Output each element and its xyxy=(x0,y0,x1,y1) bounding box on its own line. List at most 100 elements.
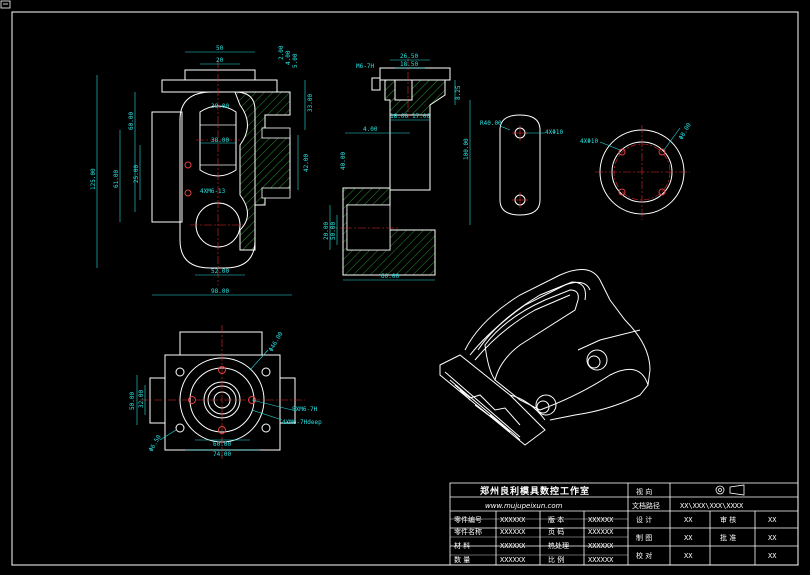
bottom-corner-hole xyxy=(261,423,271,433)
tb-row-label: 版 本 xyxy=(548,515,564,524)
round-bolt-hole xyxy=(658,188,666,196)
tb-row-value: XXXXXX xyxy=(588,528,614,536)
round-flange-detail: 4XΦ10 Φ8.00 xyxy=(580,122,693,220)
dim-side-left-b: 50.00 xyxy=(330,222,337,240)
bottom-left-lug xyxy=(149,377,166,424)
tb-row-value: XXXXXX xyxy=(500,528,526,536)
dim-left-b: 61.00 xyxy=(113,170,120,188)
round-bolt-hole xyxy=(658,148,666,156)
view-label: 视 向 xyxy=(636,487,652,496)
dim-side-right-height: 100.00 xyxy=(463,138,470,160)
tb-row-value: XX xyxy=(684,552,693,560)
dim-round-pcd: 4XΦ10 xyxy=(580,138,598,145)
tb-row-label: 页 码 xyxy=(548,528,564,536)
tb-row-label: 材 料 xyxy=(454,541,470,550)
tb-row-value: XXXXXX xyxy=(500,542,526,550)
isometric-view xyxy=(439,269,651,446)
front-main-body xyxy=(179,91,256,269)
bottom-corner-hole xyxy=(175,367,185,377)
tb-row-label: 热处理 xyxy=(548,541,569,550)
side-hatch-top xyxy=(384,79,446,116)
drawing-border xyxy=(11,11,799,566)
dim-inner-top: 20 xyxy=(216,57,224,64)
front-tapped-hole xyxy=(261,187,291,199)
front-hole xyxy=(184,189,192,197)
dim-slot-top: 38.00 xyxy=(211,103,229,110)
front-tapped-hole xyxy=(261,127,291,139)
tb-row-label: 校 对 xyxy=(636,551,652,560)
dim-bottom-left-b: 32.00 xyxy=(138,390,145,408)
dim-bottom-corner: Φ6.50 xyxy=(148,434,163,453)
bottom-view: 50.00 32.00 Φ6.50 Φ46.00 8XM6-7H 4XM6-7H… xyxy=(129,325,322,460)
side-upright xyxy=(389,114,431,191)
dim-right-e: 42.00 xyxy=(303,154,310,172)
tb-row-label: 批 准 xyxy=(720,533,736,542)
tb-row-label: 制 图 xyxy=(636,533,652,542)
dim-side-top-b: 18.50 xyxy=(400,61,418,68)
dim-left-a: 60.00 xyxy=(128,112,135,130)
tb-row-value: XX xyxy=(768,516,777,524)
front-top-boss xyxy=(184,69,256,81)
tb-row-value: XX xyxy=(768,552,777,560)
dim-bottom-width-b: 74.00 xyxy=(213,451,231,458)
dim-right-d: 33.00 xyxy=(307,94,314,112)
front-slot xyxy=(199,105,237,177)
front-hatch-section xyxy=(234,91,291,251)
dim-bottom-hole-b: 4XM6-7Hdeep xyxy=(282,419,322,426)
bottom-top-lug xyxy=(179,331,263,356)
dim-bottom-hole-a: 8XM6-7H xyxy=(292,406,318,413)
tb-row-value: XXXXXX xyxy=(588,556,614,564)
side-top-flange xyxy=(379,67,451,81)
dim-left-c: 25.00 xyxy=(133,165,140,183)
tb-row-value: XX xyxy=(684,534,693,542)
tb-row-value: XXXXXX xyxy=(500,556,526,564)
dim-thread: M6-7H xyxy=(356,63,374,70)
round-bolt-hole xyxy=(618,148,626,156)
dim-side-right-mid: 40.00 xyxy=(340,152,347,170)
dim-side-mid-a: 18.00 xyxy=(390,113,408,120)
tb-row-label: 审 核 xyxy=(720,515,736,524)
dim-side-bottom: 60.00 xyxy=(381,273,399,280)
front-view: 50 20 2.00 4.00 5.00 33.00 42.00 125.00 … xyxy=(90,45,314,296)
dim-hole-note: 4XM6-13 xyxy=(200,188,226,195)
company-website: www.mujupeixun.com xyxy=(485,502,563,510)
dim-slot-width: 38.00 xyxy=(211,137,229,144)
tb-row-value: XXXXXX xyxy=(588,516,614,524)
dim-side-mid-b: 17.00 xyxy=(412,113,430,120)
file-path-label: 文档路径 xyxy=(632,501,660,510)
front-hole xyxy=(184,161,192,169)
front-top-cap xyxy=(161,79,278,93)
side-thread-stub xyxy=(371,77,381,91)
front-left-flange xyxy=(151,111,183,223)
dim-right-b: 4.00 xyxy=(285,50,292,65)
dim-left-overall: 125.00 xyxy=(90,168,97,190)
dim-bottom-inner: 52.00 xyxy=(211,268,229,275)
dim-bottom-overall: 98.00 xyxy=(211,288,229,295)
side-view: M6-7H 26.50 18.50 8.25 18.00 17.00 4.00 … xyxy=(323,53,471,281)
tb-row-value: XXXXXX xyxy=(588,542,614,550)
company-name: 郑州良利模具数控工作室 xyxy=(480,485,590,497)
tb-row-value: XXXXXX xyxy=(500,516,526,524)
dim-side-step: 4.00 xyxy=(363,126,378,133)
dim-obround-radius: R40.00 xyxy=(480,120,502,127)
dim-obround-holes: 4XΦ10 xyxy=(545,129,563,136)
tb-row-value: XX xyxy=(768,534,777,542)
tb-row-value: XX xyxy=(684,516,693,524)
obround-detail: R40.00 4XΦ10 xyxy=(480,114,563,216)
dim-bottom-top-right: Φ46.00 xyxy=(268,330,285,353)
side-base-hole xyxy=(346,204,391,251)
window-menu-icon[interactable] xyxy=(0,0,11,9)
dim-round-bolt: Φ8.00 xyxy=(678,122,693,141)
dim-top-width: 50 xyxy=(216,45,224,52)
bottom-corner-hole xyxy=(175,423,185,433)
bottom-corner-hole xyxy=(261,367,271,377)
tb-row-label: 比 例 xyxy=(548,555,564,564)
dim-bottom-width-a: 60.00 xyxy=(213,441,231,448)
file-path-value: XX\XXX\XXX\XXXX xyxy=(680,502,744,510)
dim-side-top-a: 26.50 xyxy=(400,53,418,60)
dim-right-a: 2.00 xyxy=(278,45,285,60)
tb-row-label: 零件名称 xyxy=(454,527,482,536)
dim-side-left-a: 20.00 xyxy=(323,222,330,240)
dim-bottom-left-a: 50.00 xyxy=(129,392,136,410)
